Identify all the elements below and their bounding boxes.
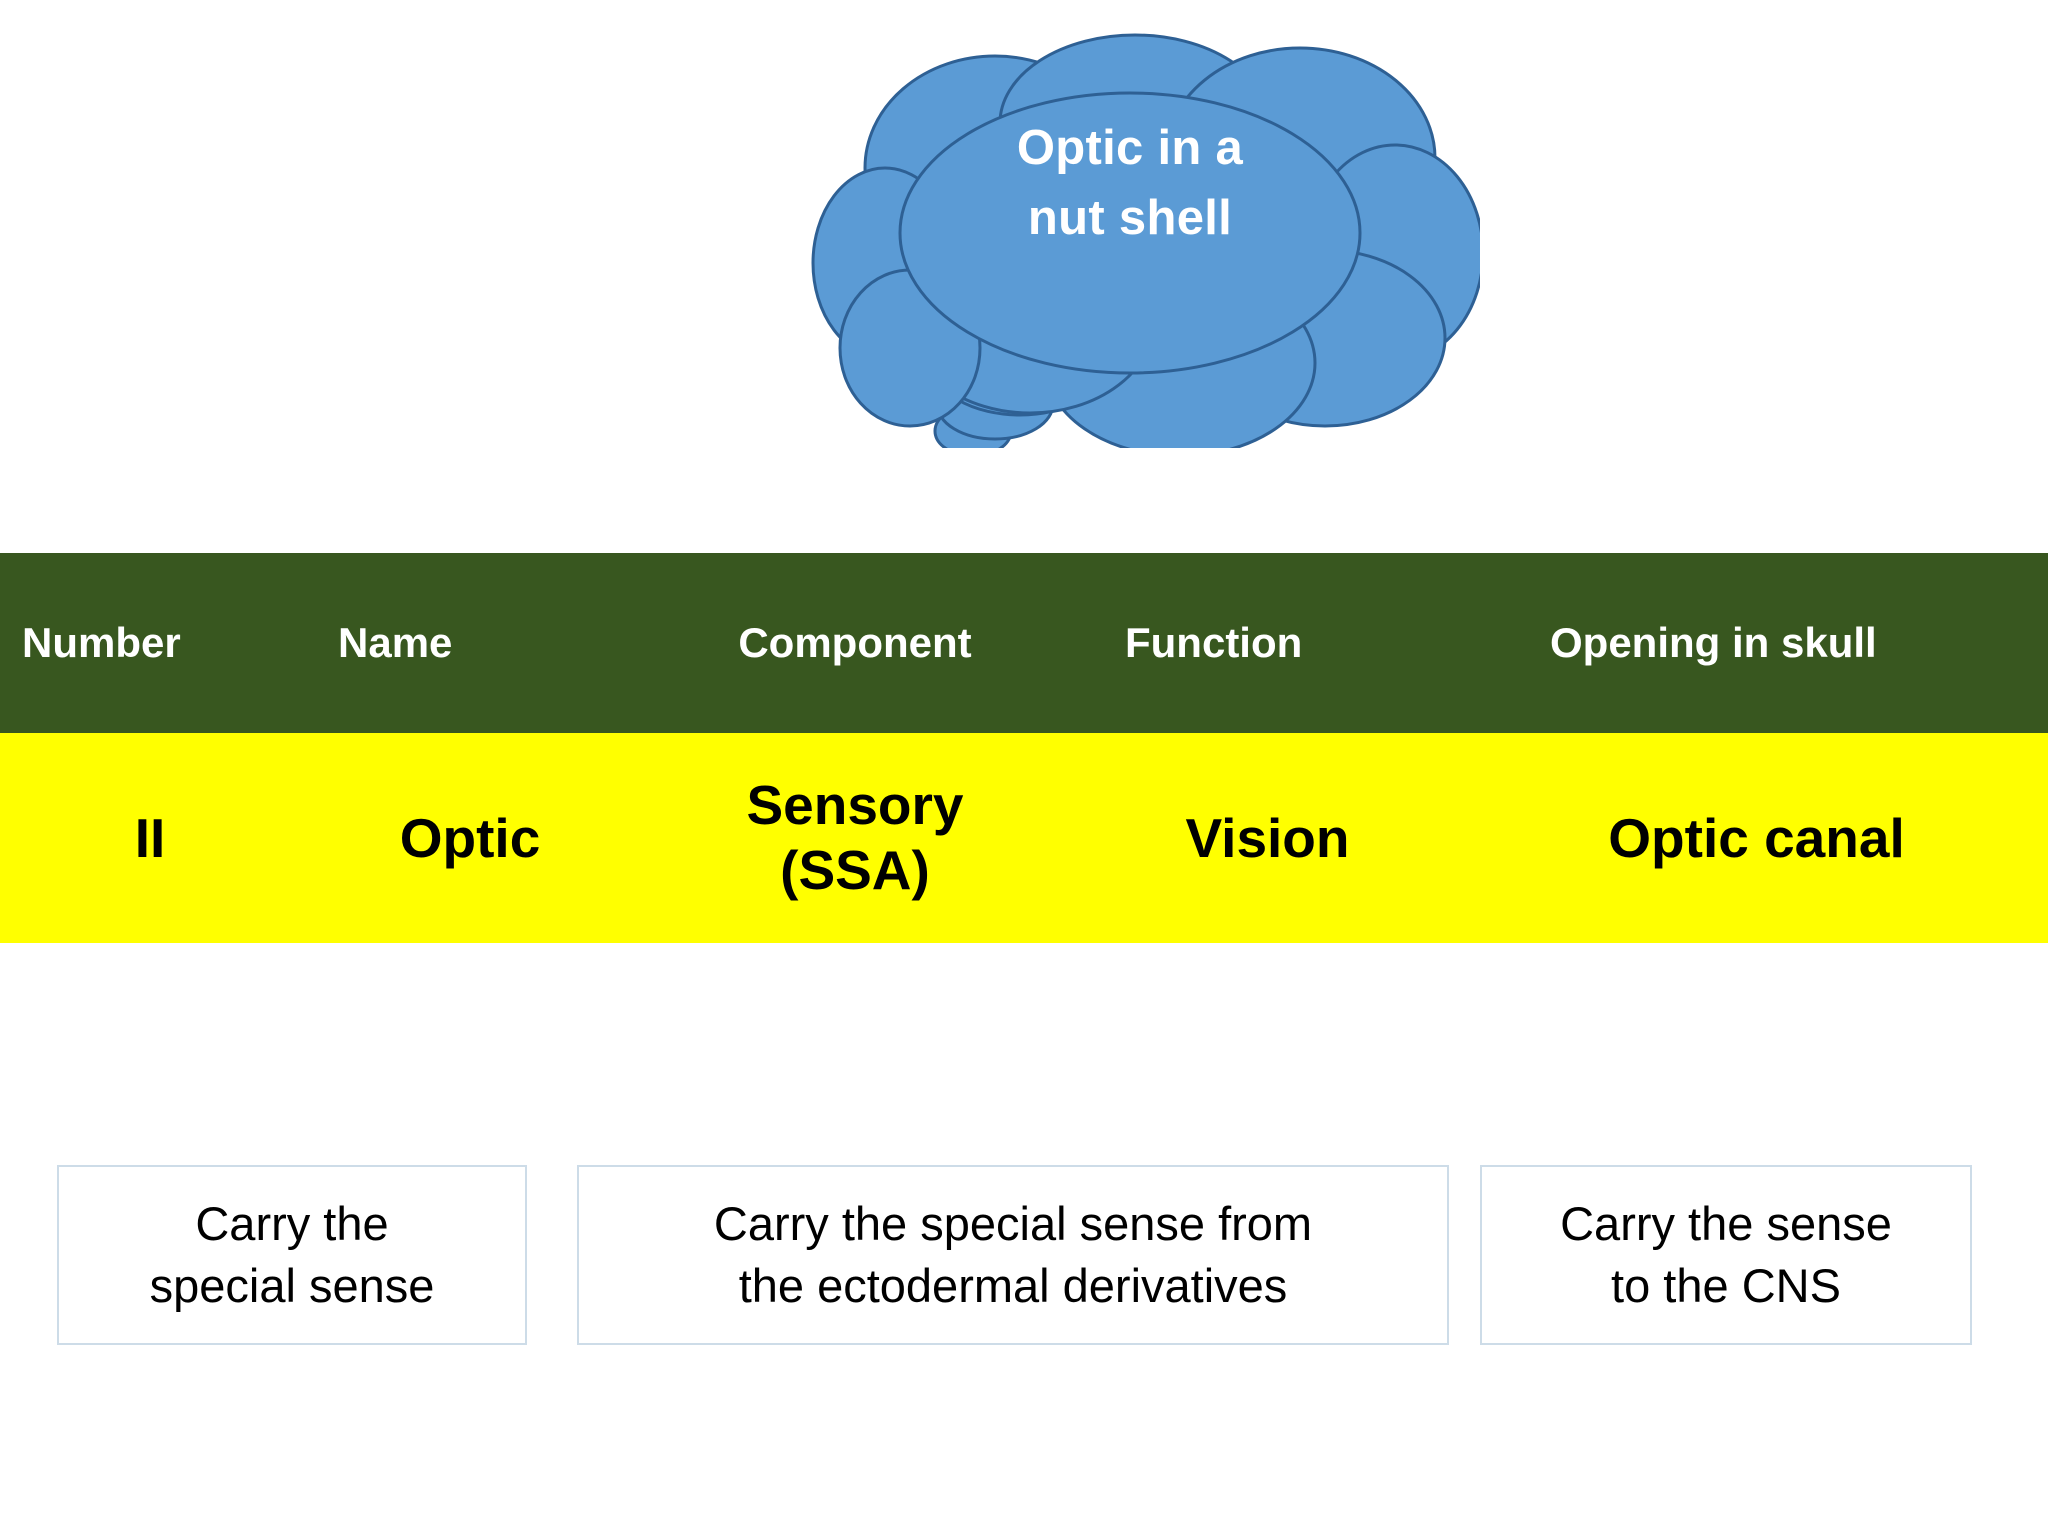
column-header-component: Component: [738, 618, 972, 666]
column-header-name: Name: [338, 618, 453, 666]
callout-box-ectodermal-derivatives: Carry the special sense from the ectoder…: [577, 1165, 1449, 1345]
cloud-shape-icon: [811, 33, 1480, 448]
column-header-number: Number: [22, 618, 181, 666]
callout-box-special-sense: Carry the special sense: [57, 1165, 527, 1345]
cell-function: Vision: [1185, 806, 1350, 869]
cell-name: Optic: [399, 806, 541, 869]
column-header-function: Function: [1125, 618, 1303, 666]
table-header-row: Number Name Component Function Opening i…: [0, 553, 2048, 733]
thought-cloud-callout: Optic in a nut shell: [780, 18, 1480, 448]
table-row: II Optic Sensory (SSA) Vision Optic cana…: [0, 733, 2048, 943]
cell-opening-in-skull: Optic canal: [1608, 806, 1905, 869]
column-header-opening-in-skull: Opening in skull: [1550, 618, 1877, 666]
cell-component: Sensory (SSA): [746, 774, 964, 901]
cell-number: II: [134, 806, 166, 869]
cranial-nerve-table: Number Name Component Function Opening i…: [0, 553, 2048, 943]
callout-box-to-cns: Carry the sense to the CNS: [1480, 1165, 1972, 1345]
